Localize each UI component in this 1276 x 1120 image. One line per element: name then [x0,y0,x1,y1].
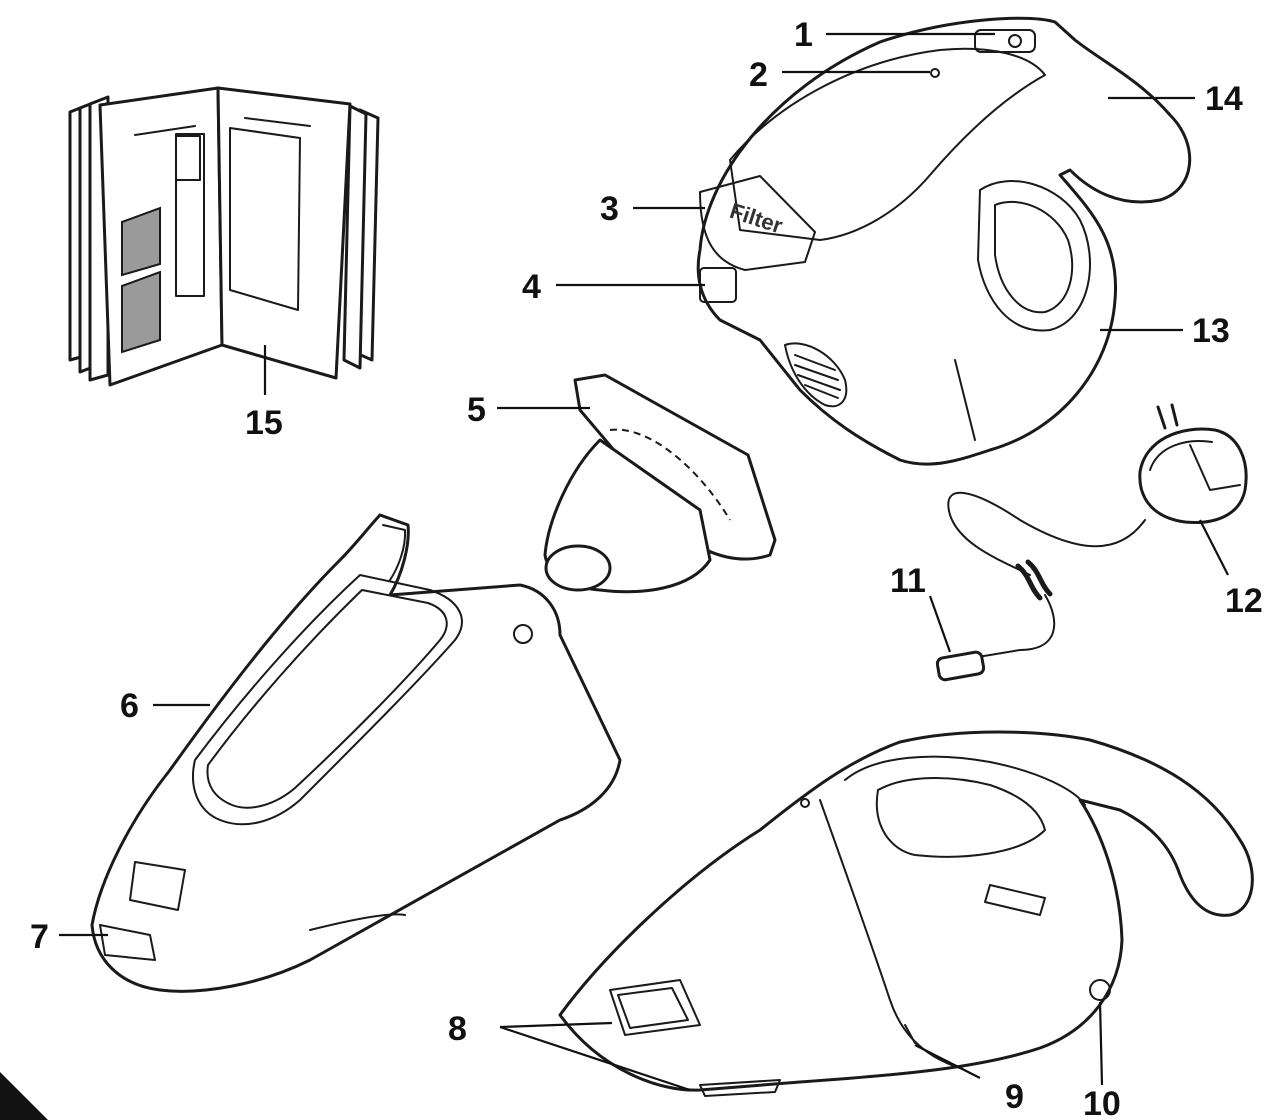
callout-13: 13 [1192,312,1230,350]
callout-2: 2 [749,56,768,94]
crevice-nozzle [543,373,777,594]
callout-6: 6 [120,687,139,725]
callout-5: 5 [467,391,486,429]
vacuum-unit-top: Filter [696,16,1192,466]
callout-7: 7 [30,918,49,956]
manual-image-block-top [121,206,161,277]
callout-15: 15 [245,404,283,442]
callout-1: 1 [794,16,813,54]
callout-3: 3 [600,190,619,228]
leader-lines [59,32,1229,1092]
instruction-manual [68,86,380,387]
charger-adapter [1138,403,1248,525]
callout-4: 4 [522,268,541,306]
callout-10: 10 [1083,1085,1121,1120]
vacuum-unit-bottom [558,730,1254,1097]
callout-11: 11 [890,562,926,600]
corner-marker [0,1072,48,1120]
callout-9: 9 [1005,1078,1024,1116]
callout-8: 8 [448,1010,467,1048]
dust-bowl [90,513,622,993]
callout-labels: 1 2 3 4 5 6 7 8 9 10 11 12 13 14 15 [30,16,1263,1120]
callout-12: 12 [1225,582,1263,620]
manual-image-block-bottom [121,270,161,354]
charger-cord [935,491,1146,682]
callout-14: 14 [1205,80,1243,118]
